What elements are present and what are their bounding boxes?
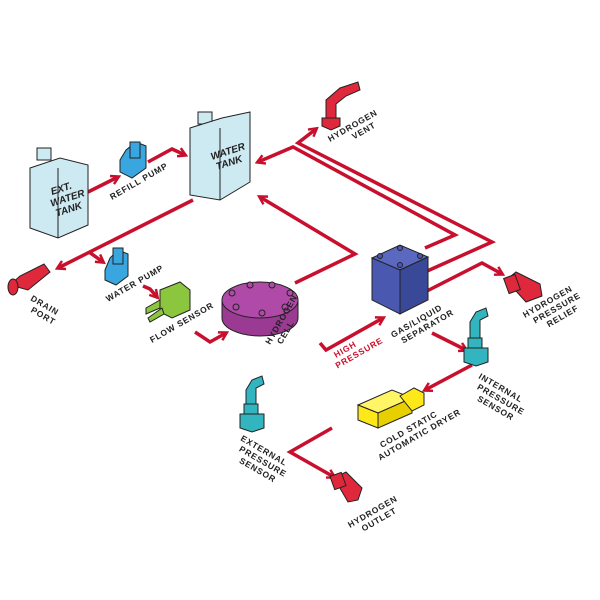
flow-separator-to-vent — [294, 129, 497, 274]
refill-pump-icon — [119, 141, 147, 179]
flow-separator-to-int-sensor — [431, 331, 466, 350]
cold-static-dryer-icon — [356, 387, 425, 429]
flow-ext-to-refill — [87, 177, 118, 194]
svg-text:DRAINPORT: DRAINPORT — [24, 293, 62, 327]
water-pump-icon — [104, 247, 129, 286]
svg-text:EXT.WATERTANK: EXT.WATERTANK — [46, 177, 91, 220]
hydrogen-cell-icon — [221, 281, 299, 337]
external-pressure-sensor-icon — [239, 375, 265, 433]
flow-cell-to-separator — [318, 318, 383, 353]
svg-text:INTERNALPRESSURESENSOR: INTERNALPRESSURESENSOR — [467, 371, 532, 426]
flow-pump-to-flow-sensor — [142, 284, 157, 297]
flow-sensor-icon — [145, 281, 191, 323]
svg-text:EXTERNALPRESSURESENSOR: EXTERNALPRESSURESENSOR — [229, 433, 294, 488]
hydrogen-vent-icon — [321, 81, 361, 131]
pressure-relief-icon — [502, 271, 543, 303]
flow-separator-to-tank — [258, 145, 459, 250]
hydrogen-outlet-icon — [329, 471, 363, 503]
water-tank-icon — [189, 111, 251, 201]
flow-refill-to-tank — [147, 147, 185, 164]
flow-sensor-to-cell — [194, 330, 226, 345]
flow-cell-to-tank — [260, 197, 359, 285]
ext-water-tank-icon — [29, 147, 89, 239]
drain-port-icon — [7, 263, 51, 296]
flow-tank-to-drain — [58, 198, 194, 268]
flow-int-sensor-to-dryer — [425, 363, 473, 390]
flow-separator-to-relief — [424, 261, 502, 294]
flow-branch-to-water-pump — [87, 250, 103, 262]
internal-pressure-sensor-icon — [463, 307, 489, 367]
gas-liquid-separator-icon — [370, 244, 430, 315]
flow-dryer-to-outlet — [286, 426, 334, 477]
flow-lines — [58, 129, 502, 477]
